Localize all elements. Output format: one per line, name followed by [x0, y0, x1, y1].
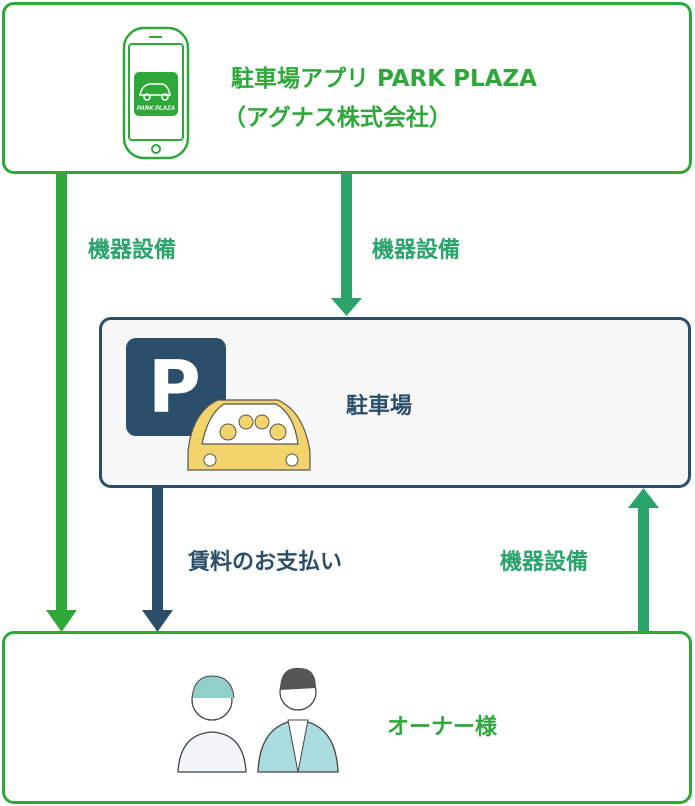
owners-illustration-icon [177, 667, 339, 773]
app-title-line2: （アグナス株式会社） [223, 105, 452, 131]
parking-sign-icon: P [126, 338, 226, 436]
arrow-label-rent-payment: 賃料のお支払い [188, 550, 343, 575]
smartphone-icon: PARK PLAZA [122, 26, 190, 160]
car-with-family-icon [187, 399, 311, 471]
app-box: PARK PLAZA 駐車場アプリ PARK PLAZA （アグナス株式会社） [2, 2, 692, 174]
arrow-label-app-to-parking: 機器設備 [372, 238, 461, 263]
arrow-label-owner-to-parking: 機器設備 [500, 550, 589, 575]
parking-title: 駐車場 [346, 394, 413, 419]
owner-box: オーナー様 [2, 631, 692, 804]
arrow-label-app-to-owner: 機器設備 [88, 238, 177, 263]
owner-title: オーナー様 [387, 715, 498, 740]
app-title-line1: 駐車場アプリ PARK PLAZA [231, 66, 537, 92]
svg-text:PARK PLAZA: PARK PLAZA [137, 106, 175, 112]
parking-box: P 駐車場 [99, 317, 691, 488]
